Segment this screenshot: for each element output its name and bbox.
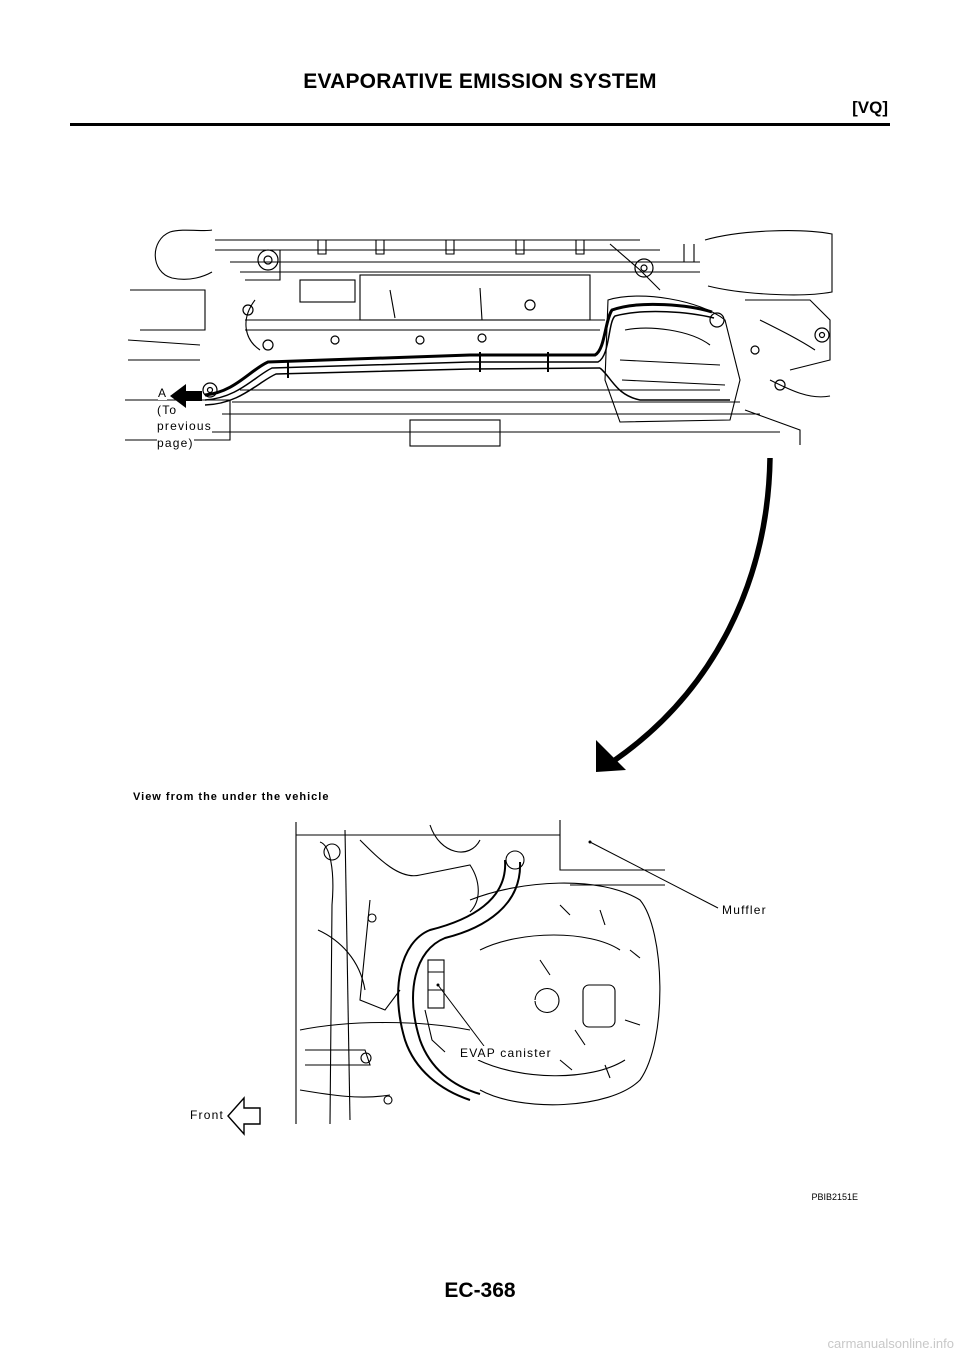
evap-tube-bundle (204, 302, 730, 406)
label-a-note-line3: page) (157, 436, 194, 450)
section-tag: [VQ] (852, 98, 888, 117)
figure-id: PBIB2151E (811, 1192, 858, 1202)
page-number: EC-368 (444, 1279, 516, 1302)
label-a-note-line2: previous (157, 419, 212, 433)
evap-canister-label: EVAP canister (460, 1046, 552, 1060)
front-label: Front (190, 1108, 225, 1122)
view-caption: View from the under the vehicle (133, 791, 330, 803)
bottom-mounting-points (323, 843, 525, 1105)
top-mounting-points (202, 249, 830, 398)
pointer-arrow-icon (596, 457, 773, 772)
front-arrow-icon (227, 1096, 261, 1136)
label-a-note-line1: (To (157, 403, 178, 417)
muffler-label: Muffler (722, 903, 767, 917)
page-title: EVAPORATIVE EMISSION SYSTEM (303, 70, 657, 93)
arrow-a-icon (170, 384, 202, 408)
bottom-underbody-drawing (295, 820, 665, 1125)
label-a: A (158, 386, 168, 400)
watermark: carmanualsonline.info (827, 1336, 954, 1351)
muffler-leader-line (589, 841, 719, 909)
header-rule (70, 123, 890, 126)
evap-canister-leader-line (437, 984, 485, 1047)
